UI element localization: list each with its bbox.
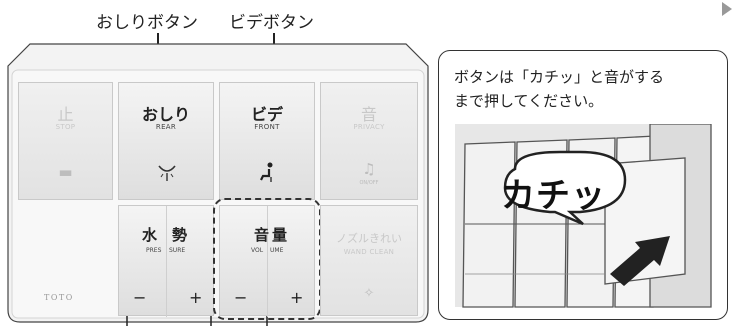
- pressure-label-left: 水: [142, 226, 158, 244]
- pressure-label-right: 勢: [172, 226, 188, 244]
- button-press-illustration: [455, 124, 712, 308]
- page-marker-icon: [722, 2, 732, 16]
- callout-bidet-button: ビデボタン: [229, 13, 314, 33]
- front-button[interactable]: ビデ FRONT: [219, 82, 315, 200]
- front-spray-icon: [260, 162, 273, 182]
- pressure-divider: [166, 206, 167, 317]
- pressure-button-group: 水 勢 PRES SURE − +: [118, 205, 214, 317]
- front-sublabel: FRONT: [254, 123, 280, 131]
- wand-clean-label: ノズルきれい: [336, 232, 402, 245]
- volume-sub-right: UME: [270, 247, 284, 254]
- stop-label: 止: [57, 105, 74, 124]
- pressure-sub-right: SURE: [169, 247, 186, 254]
- volume-sub-left: VOL: [251, 247, 264, 254]
- wand-clean-sublabel: WAND CLEAN: [343, 248, 395, 256]
- front-label: ビデ: [250, 105, 283, 124]
- stop-sublabel: STOP: [55, 123, 76, 131]
- volume-label-right: 量: [272, 226, 288, 244]
- volume-plus-button[interactable]: +: [290, 288, 304, 307]
- stop-button[interactable]: 止 STOP ▬: [18, 82, 113, 200]
- rear-spray-icon: [158, 165, 176, 181]
- click-sound-bubble-text: カチッ: [501, 176, 606, 216]
- instruction-line-1: ボタンは「カチッ」と音がする: [454, 68, 665, 86]
- pressure-sub-left: PRES: [146, 247, 162, 254]
- wand-clean-button[interactable]: ノズルきれい WAND CLEAN ✧: [320, 205, 418, 316]
- privacy-onoff-label: ON/OFF: [359, 180, 379, 186]
- volume-highlight-box: [213, 198, 321, 320]
- stop-icon: ▬: [58, 163, 73, 181]
- rear-label: おしり: [141, 105, 190, 124]
- instruction-text: ボタンは「カチッ」と音がする まで押してください。: [454, 65, 664, 113]
- volume-label-left: 音: [254, 226, 270, 244]
- privacy-sublabel: PRIVACY: [353, 123, 385, 131]
- privacy-button[interactable]: 音 PRIVACY ♫ ON/OFF: [320, 82, 418, 200]
- pressure-minus-button[interactable]: −: [133, 288, 147, 307]
- instruction-line-2: まで押してください。: [454, 92, 604, 110]
- music-note-icon: ♫: [362, 160, 376, 178]
- volume-divider: [267, 206, 268, 317]
- instruction-box: ボタンは「カチッ」と音がする まで押してください。 カチッ: [438, 50, 728, 320]
- callout-oshiri-button: おしりボタン: [96, 13, 198, 33]
- pressure-plus-button[interactable]: +: [189, 288, 203, 307]
- privacy-label: 音: [360, 105, 377, 124]
- rear-button[interactable]: おしり REAR: [118, 82, 214, 200]
- rear-sublabel: REAR: [155, 123, 177, 131]
- wand-clean-icon: ✧: [363, 286, 375, 301]
- volume-button-group: 音 量 VOL UME − +: [219, 205, 315, 317]
- toto-logo: TOTO: [44, 293, 74, 302]
- volume-minus-button[interactable]: −: [234, 288, 248, 307]
